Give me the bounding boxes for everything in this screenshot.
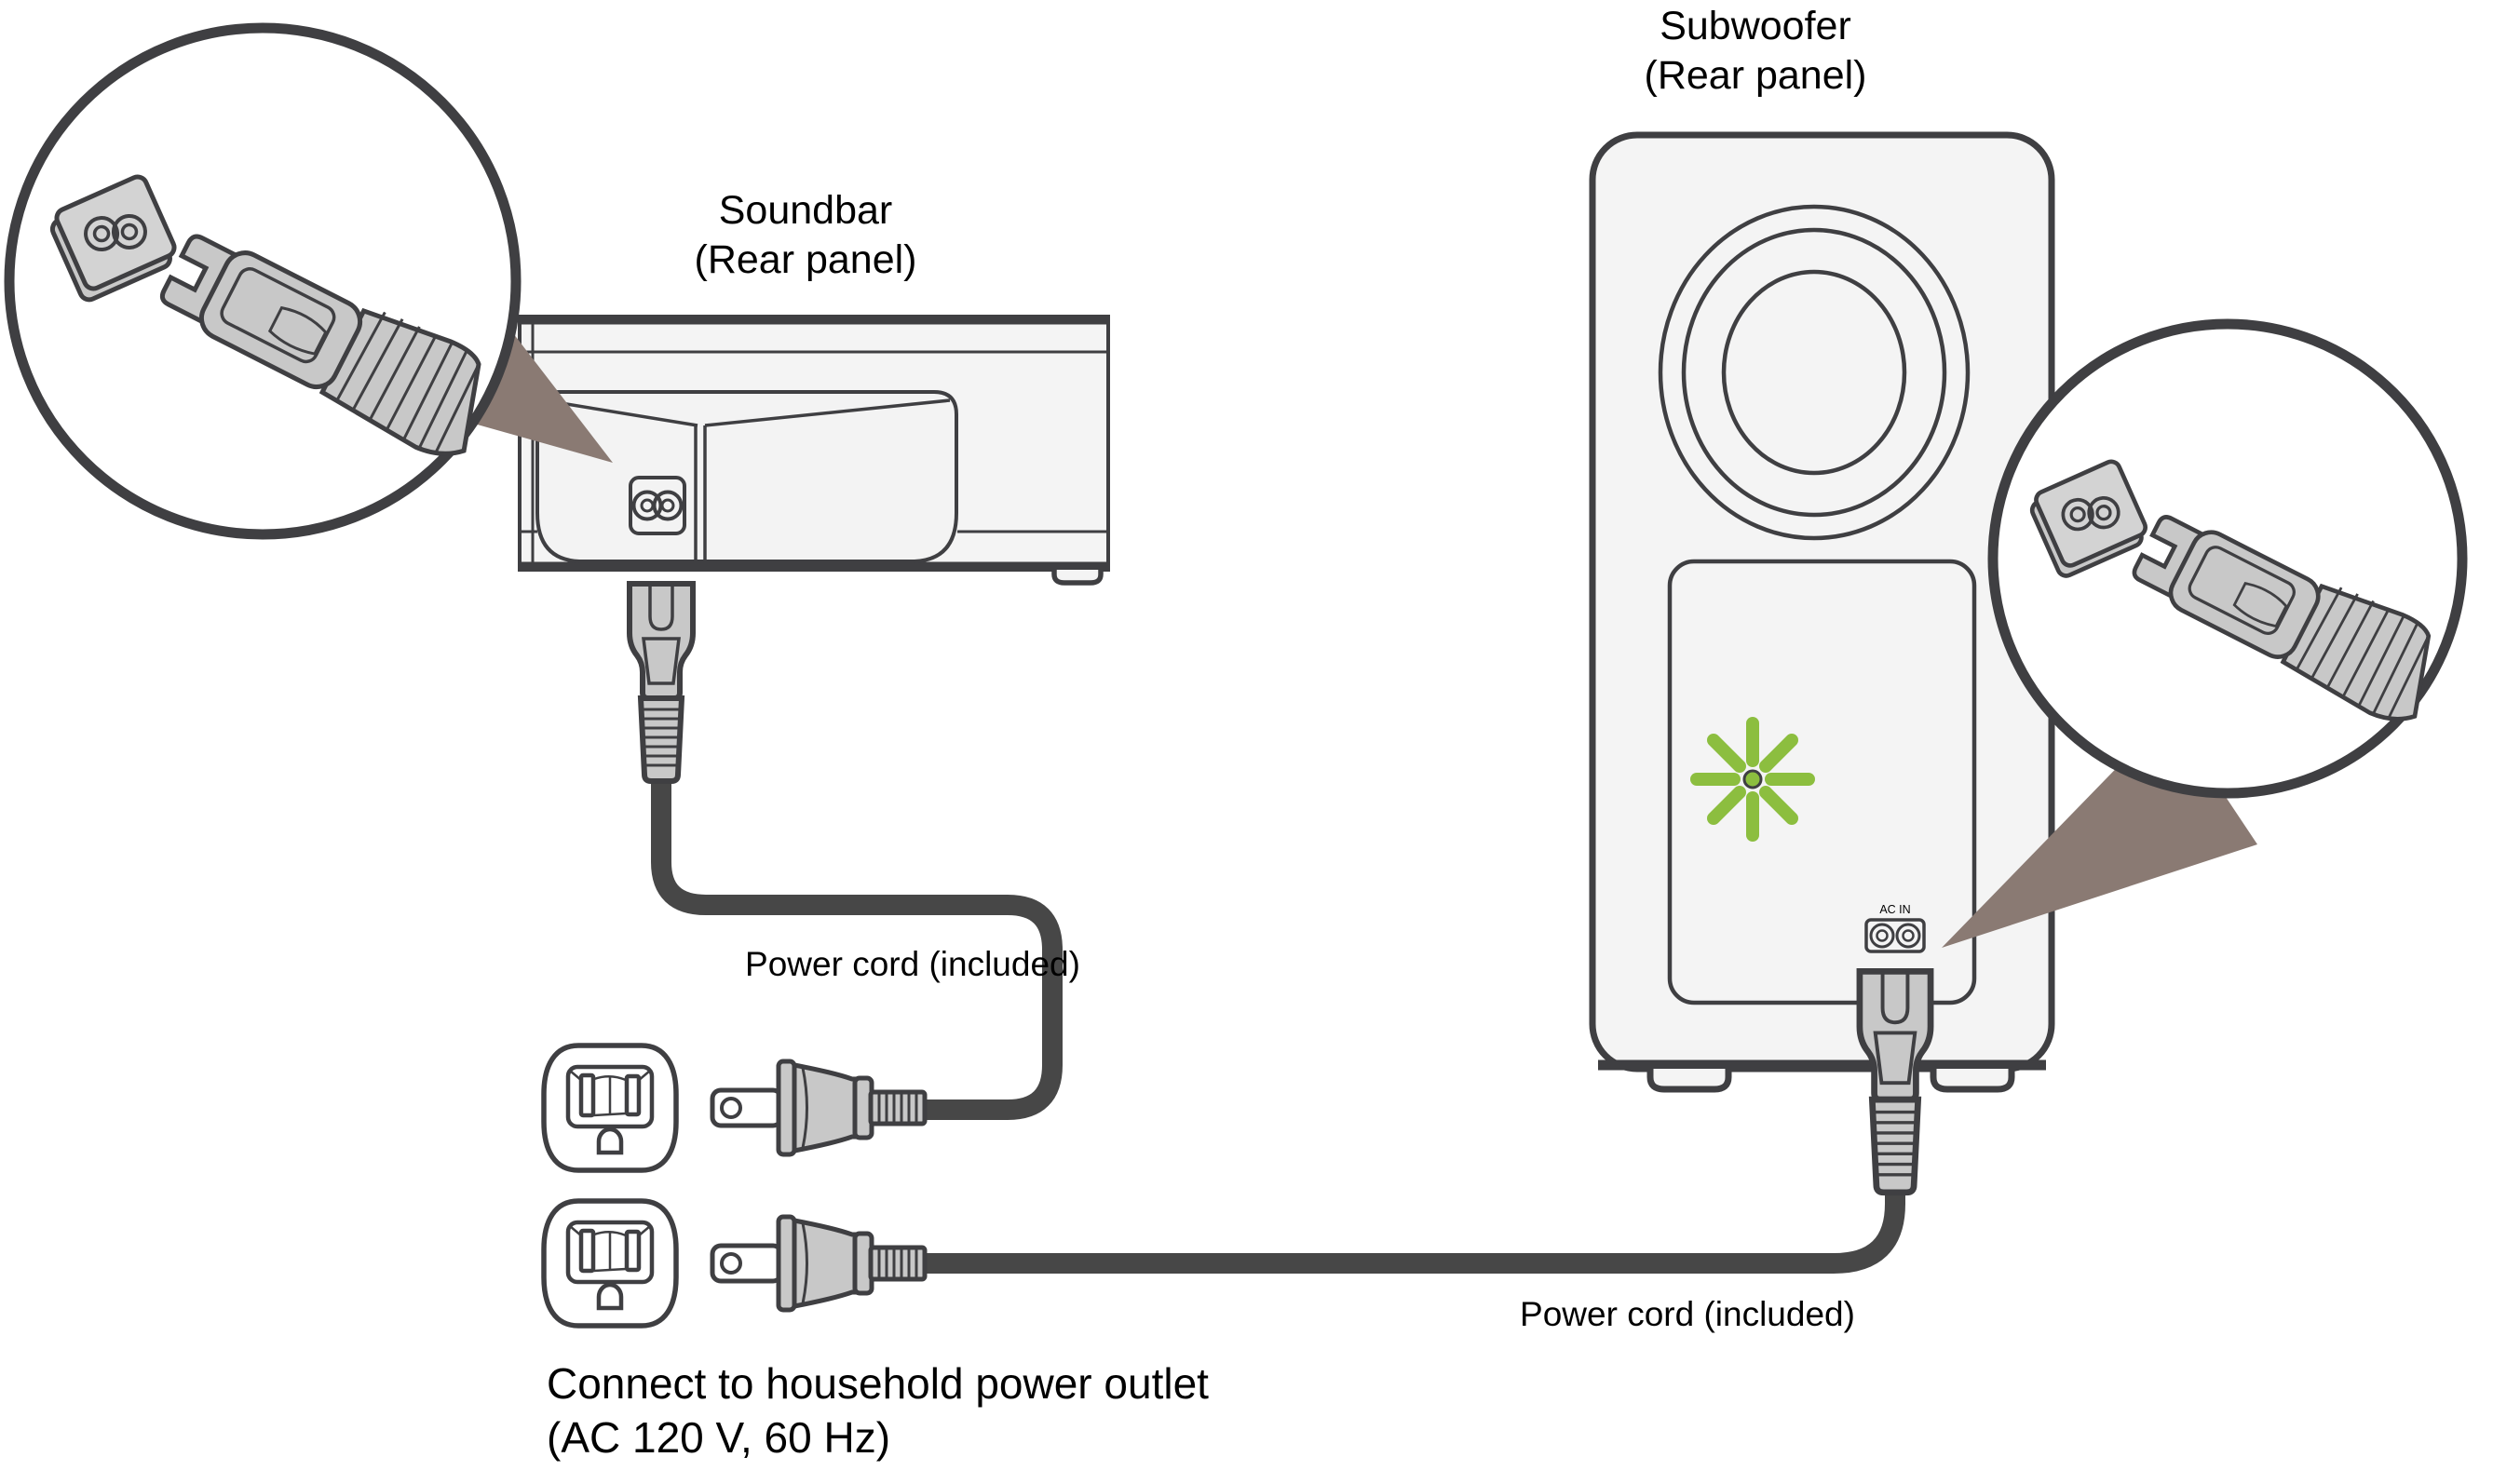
outlet-note-line1: Connect to household power outlet: [547, 1359, 1209, 1408]
subwoofer-power-connector-icon: [1860, 971, 1931, 1192]
soundbar-label-line1: Soundbar: [719, 188, 893, 233]
power-cord-label-soundbar: Power cord (included): [745, 945, 1080, 983]
power-outlet-icon-top: [544, 1046, 676, 1170]
subwoofer-port: [1658, 204, 1971, 541]
subwoofer-label-line1: Subwoofer: [1660, 4, 1851, 48]
subwoofer-inner-panel: [1667, 559, 1977, 1005]
magnifier-left: [4, 22, 522, 540]
indicator-center: [1742, 769, 1763, 789]
subwoofer-ac-inlet-icon: [1864, 918, 1926, 953]
soundbar-label-line2: (Rear panel): [695, 237, 917, 282]
subwoofer-label-line2: (Rear panel): [1645, 53, 1867, 98]
power-cord-label-subwoofer: Power cord (included): [1520, 1295, 1855, 1333]
magnifier-right: [1987, 318, 2468, 799]
soundbar-ac-inlet-icon: [629, 476, 686, 535]
subwoofer-power-cord: [923, 1187, 1905, 1274]
ac-in-label: AC IN: [1879, 903, 1910, 916]
soundbar-rear-panel: [518, 315, 1110, 586]
pairing-indicator-icon: [1690, 717, 1815, 842]
subwoofer-rear-panel: AC IN: [1589, 131, 2055, 1093]
power-plug-icon-bottom: [712, 1217, 925, 1310]
soundbar-power-connector-icon: [630, 584, 693, 781]
indicator-rays: [1690, 717, 1815, 842]
subwoofer-foot-right: [1930, 1069, 2015, 1093]
power-outlet-icon-bottom: [544, 1201, 676, 1326]
soundbar-bay-bevel: [543, 398, 951, 427]
outlet-note-line2: (AC 120 V, 60 Hz): [547, 1413, 890, 1462]
power-plug-icon-top: [712, 1061, 925, 1154]
subwoofer-foot-left: [1646, 1069, 1732, 1093]
soundbar-connection-bay: [535, 390, 958, 563]
soundbar-foot: [1051, 570, 1104, 586]
soundbar-power-cord: [651, 776, 1063, 1120]
